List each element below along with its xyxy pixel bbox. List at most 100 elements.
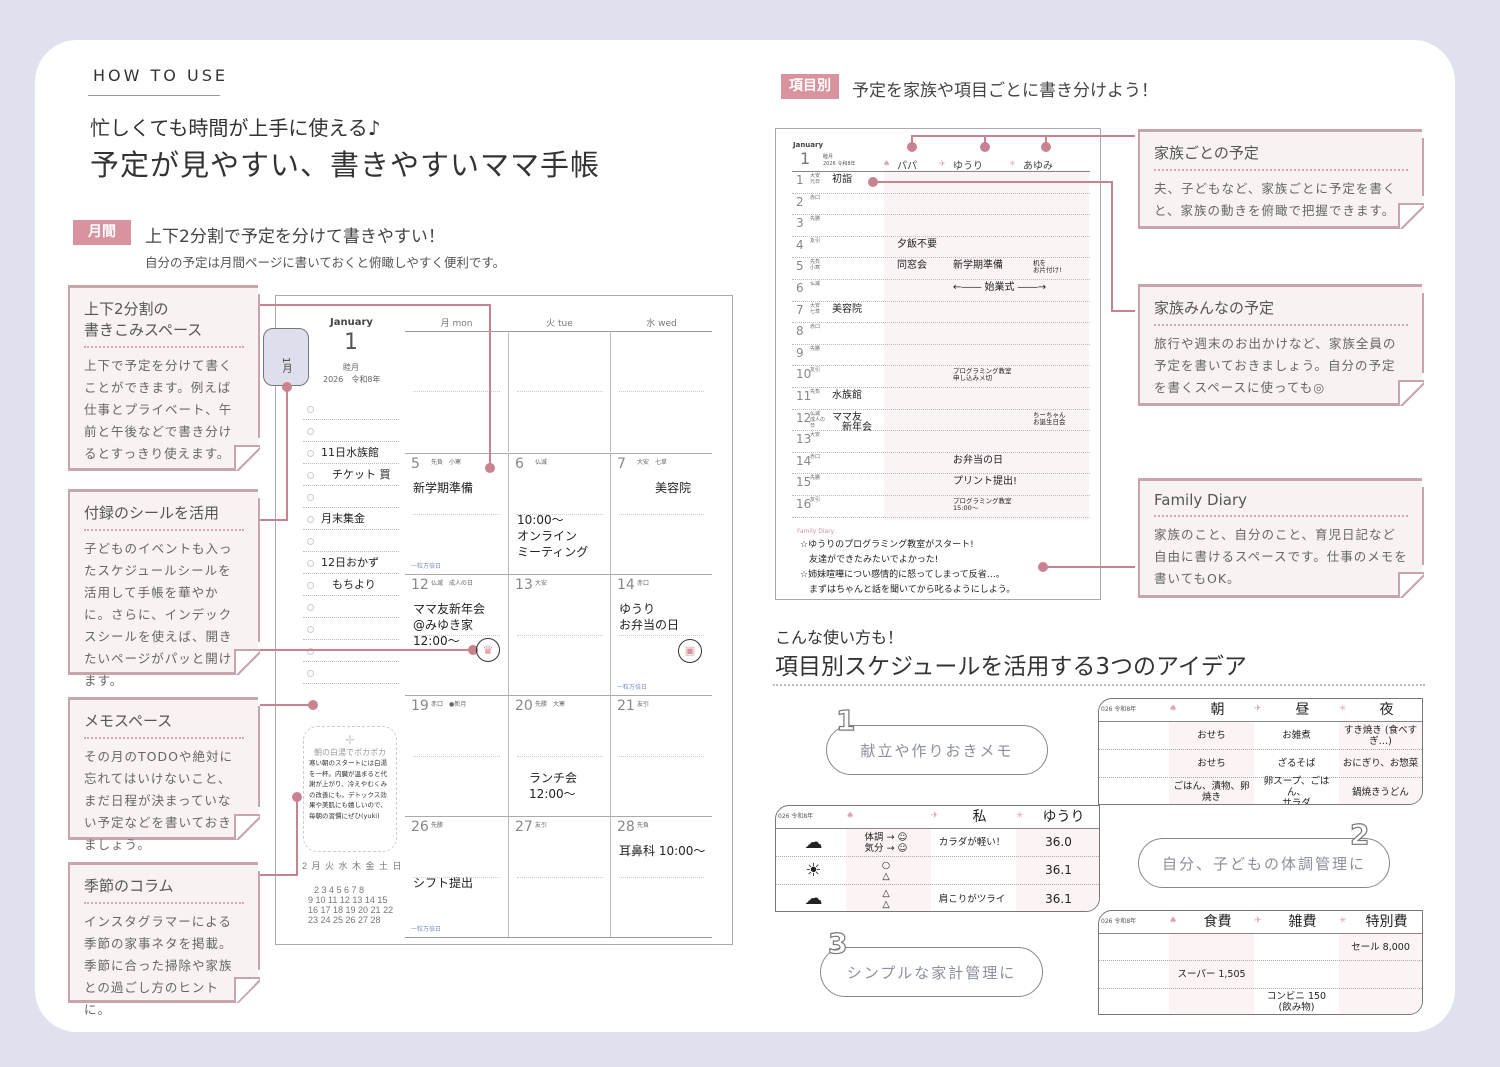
item-callout: 家族みんなの予定旅行や週末のお出かけなど、家族全員の予定を書いておきましょう。自… <box>1138 284 1424 406</box>
day-rokuyo: 先負 <box>637 822 650 829</box>
month-index-tab[interactable]: 1月 <box>263 328 309 386</box>
memo-line[interactable] <box>303 640 399 662</box>
day-note: ママ友新年会 @みゆき家12:00〜 <box>413 602 486 648</box>
row-entry: お弁当の日 <box>953 454 1003 466</box>
memo-line[interactable] <box>303 486 399 508</box>
memo-line[interactable] <box>303 530 399 552</box>
callout-title: 家族ごとの予定 <box>1154 142 1408 171</box>
memo-line[interactable] <box>303 618 399 640</box>
weather-icon: ☁ <box>804 831 823 853</box>
table-cell <box>1254 961 1339 987</box>
callout-body: 家族のこと、自分のこと、育児日記など自由に書けるスペースです。仕事のメモを書いて… <box>1154 527 1408 586</box>
column-shade <box>1339 722 1422 804</box>
split-line <box>619 635 704 636</box>
table-row[interactable]: ☁体調 → ☺ 気分 → ☺カラダが軽い！36.0 <box>776 829 1099 857</box>
item-heading: 予定を家族や項目ごとに書き分けよう！ <box>852 81 1158 101</box>
column-icon: ✳ <box>1339 704 1347 714</box>
weather-icon: ☀ <box>805 859 822 881</box>
day-rokuyo: 友引 <box>637 701 650 708</box>
column-shade <box>846 829 931 911</box>
table-year: 026 令和8年 <box>778 813 814 820</box>
table-row[interactable]: ごはん、漬物、卵焼き卵スープ、ごはん、 サラダ鍋焼きうどん <box>1099 776 1422 805</box>
day-number: 27 <box>515 819 533 835</box>
day-cell[interactable] <box>508 331 611 452</box>
page-fold-icon <box>234 445 260 471</box>
column-header: 夜 <box>1379 702 1394 718</box>
callout-title: メモスペース <box>84 710 244 739</box>
day-cell[interactable] <box>405 331 508 452</box>
ideas-title: 項目別スケジュールを活用する3つのアイデア <box>775 654 1247 680</box>
table-cell: おにぎり、お惣菜 <box>1342 758 1419 769</box>
table-row[interactable]: おせちお雑煮すき焼き (食べすぎ…) <box>1099 722 1422 750</box>
connector-dot <box>868 177 878 187</box>
table-row[interactable]: ☀○ △36.1 <box>776 857 1099 885</box>
callout-title: 家族みんなの予定 <box>1154 297 1408 326</box>
row-rokuyo: 友引 <box>810 497 821 503</box>
day-cell[interactable] <box>610 331 712 452</box>
memo-line[interactable]: 11日水族館 <box>303 442 399 464</box>
memo-line[interactable]: もちより <box>303 574 399 596</box>
monthly-callout: 上下2分割の 書きこみスペース上下で予定を分けて書くことができます。例えば仕事と… <box>68 285 260 471</box>
row-rokuyo: 仏滅 <box>810 281 821 287</box>
table-row[interactable]: セール 8,000 <box>1099 934 1422 962</box>
meal-table: 026 令和8年♠朝✈昼✳夜おせちお雑煮すき焼き (食べすぎ…)おせちざるそばお… <box>1098 698 1423 805</box>
row-rokuyo: 友引 <box>810 367 821 374</box>
day-number: 7 <box>617 456 626 472</box>
table-row[interactable]: コンビニ 150 (飲み物) <box>1099 989 1422 1014</box>
monthly-page <box>275 295 733 945</box>
memo-line[interactable] <box>303 420 399 442</box>
memo-line[interactable] <box>303 662 399 684</box>
month-english: January <box>330 317 373 328</box>
memo-line[interactable]: 12日おかず <box>303 552 399 574</box>
member-name: ゆうり <box>953 161 983 172</box>
row-rokuyo: 赤口 <box>810 194 821 201</box>
table-row[interactable]: スーパー 1,505 <box>1099 961 1422 989</box>
memo-line[interactable]: 月末集金 <box>303 508 399 530</box>
memo-line[interactable] <box>303 596 399 618</box>
grid-bottom-line <box>405 937 712 938</box>
memo-line[interactable]: チケット 買 <box>303 464 399 486</box>
split-line <box>413 635 500 636</box>
monthly-subtext: 自分の予定は月間ページに書いておくと俯瞰しやすく便利です。 <box>145 255 506 270</box>
memo-line[interactable] <box>303 398 399 420</box>
header-line <box>1099 933 1422 934</box>
row-entry: 水族館 <box>832 390 862 401</box>
weekday-header: 月 mon <box>440 319 473 329</box>
note-cell: 肩こりがツライ <box>938 893 1006 905</box>
day-rokuyo: 大安 <box>535 580 548 587</box>
column-icon: ✳ <box>1339 916 1347 926</box>
table-row[interactable]: おせちざるそばおにぎり、お惣菜 <box>1099 750 1422 778</box>
row-entry: プログラミング教室 15:00〜 <box>953 497 1012 512</box>
table-cell: 鍋焼きうどん <box>1352 786 1409 798</box>
